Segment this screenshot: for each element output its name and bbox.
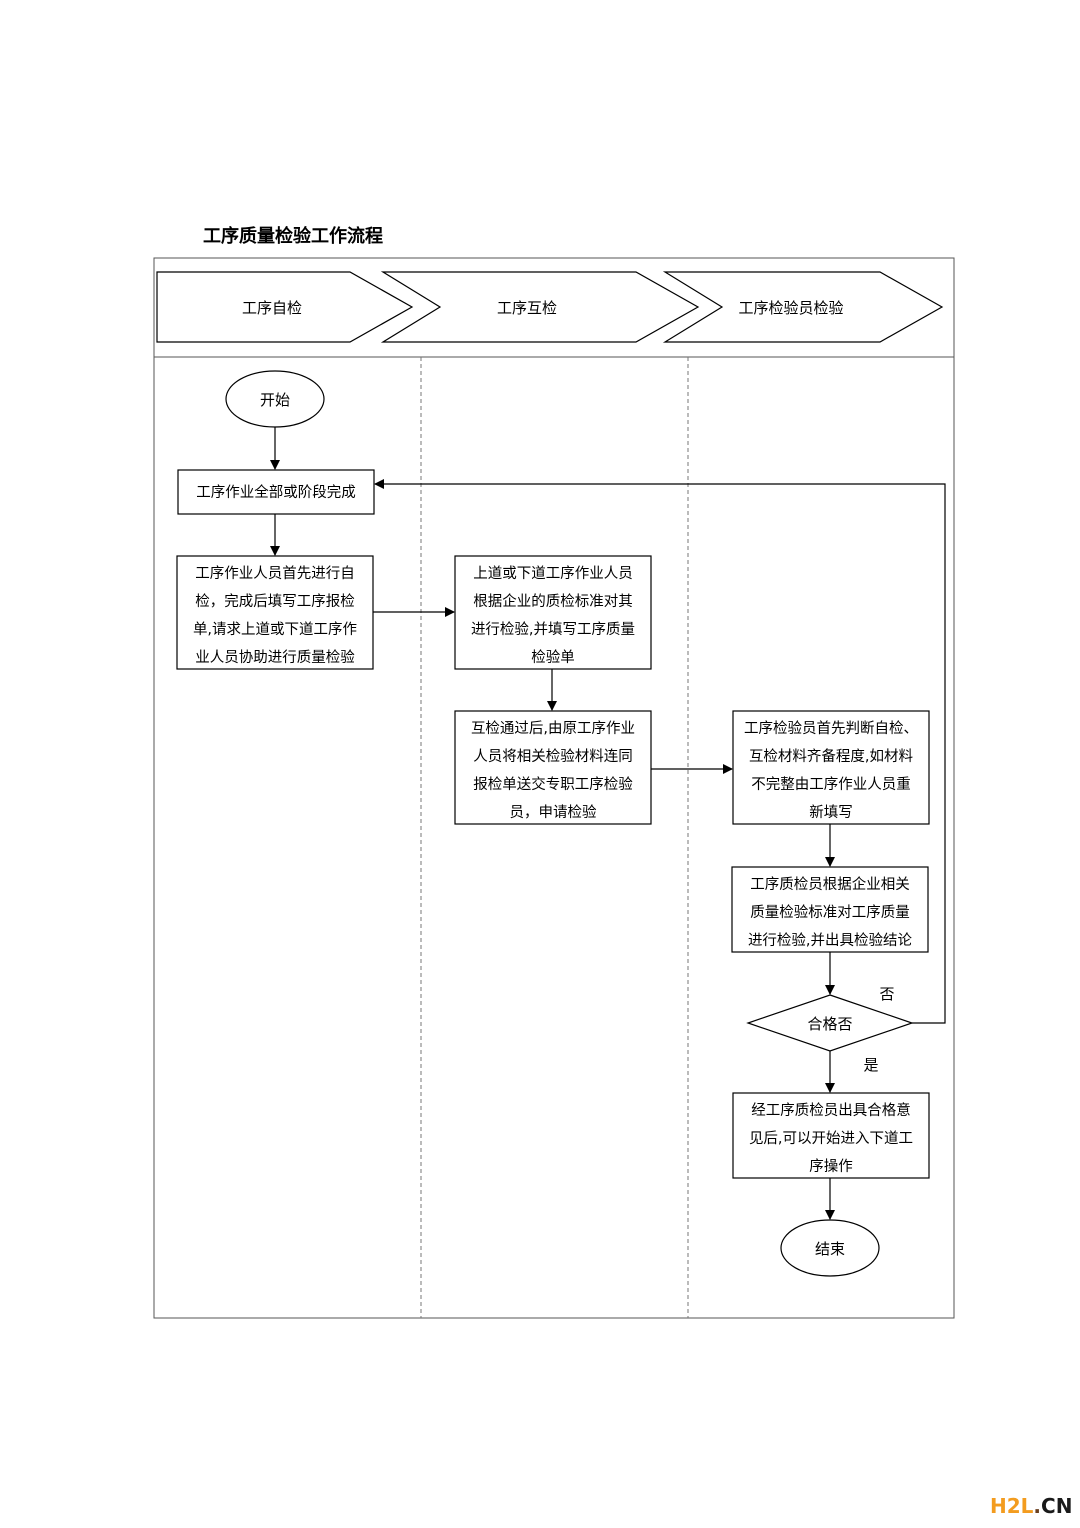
- end-node: 结束: [780, 1219, 880, 1277]
- self-check-line: 业人员协助进行质量检验: [195, 649, 355, 666]
- inspector-judge-line: 新填写: [809, 804, 853, 821]
- arrow-no-loop-back: [374, 479, 946, 1024]
- decision-diamond: 合格否: [746, 994, 914, 1052]
- self-check-box: 工序作业人员首先进行自 检，完成后填写工序报检 单,请求上道或下道工序作 业人员…: [176, 555, 374, 670]
- no-label: 否: [879, 985, 894, 1003]
- mutual-check-line: 进行检验,并填写工序质量: [471, 621, 635, 638]
- lane-label-mutual-check: 工序互检: [497, 299, 557, 317]
- pass-line: 经工序质检员出具合格意: [751, 1101, 911, 1119]
- submit-line: 互检通过后,由原工序作业: [471, 720, 635, 737]
- yes-label: 是: [863, 1056, 878, 1074]
- decision-label: 合格否: [807, 1015, 852, 1033]
- self-check-line: 单,请求上道或下道工序作: [193, 621, 357, 638]
- diagram-frame: [153, 257, 955, 1319]
- inspector-check-box: 工序质检员根据企业相关 质量检验标准对工序质量 进行检验,并出具检验结论: [731, 866, 929, 953]
- page-title: 工序质量检验工作流程: [203, 226, 383, 247]
- self-check-line: 检，完成后填写工序报检: [195, 593, 355, 610]
- lane-header-mutual-check: 工序互检: [380, 271, 700, 343]
- submit-box: 互检通过后,由原工序作业 人员将相关检验材料连同 报检单送交专职工序检验 员，申…: [454, 710, 652, 825]
- inspector-judge-box: 工序检验员首先判断自检、 互检材料齐备程度,如材料 不完整由工序作业人员重 新填…: [732, 710, 930, 825]
- start-node: 开始: [225, 370, 325, 428]
- inspector-judge-line: 工序检验员首先判断自检、: [744, 720, 918, 737]
- self-check-line: 工序作业人员首先进行自: [195, 565, 355, 582]
- end-label: 结束: [815, 1240, 845, 1258]
- lane-header-self-check: 工序自检: [156, 271, 414, 343]
- submit-line: 员，申请检验: [510, 804, 597, 821]
- pass-line: 序操作: [809, 1158, 853, 1175]
- lane-label-self-check: 工序自检: [242, 299, 302, 317]
- lane-header-inspector: 工序检验员检验: [662, 271, 944, 343]
- pass-line: 见后,可以开始进入下道工: [749, 1130, 913, 1147]
- watermark-logo: H2L.CN: [990, 1494, 1073, 1518]
- submit-line: 报检单送交专职工序检验: [473, 775, 633, 793]
- inspector-check-line: 进行检验,并出具检验结论: [748, 932, 913, 949]
- mutual-check-line: 根据企业的质检标准对其: [473, 592, 633, 610]
- inspector-judge-line: 互检材料齐备程度,如材料: [749, 748, 913, 765]
- lane-label-inspector: 工序检验员检验: [738, 299, 843, 317]
- inspector-check-line: 质量检验标准对工序质量: [750, 904, 910, 921]
- work-complete-label: 工序作业全部或阶段完成: [196, 483, 356, 501]
- mutual-check-line: 检验单: [531, 649, 575, 666]
- work-complete-box: 工序作业全部或阶段完成: [177, 469, 375, 515]
- mutual-check-line: 上道或下道工序作业人员: [473, 565, 633, 582]
- inspector-check-line: 工序质检员根据企业相关: [750, 875, 910, 893]
- pass-box: 经工序质检员出具合格意 见后,可以开始进入下道工 序操作: [732, 1092, 930, 1179]
- start-label: 开始: [260, 391, 290, 409]
- inspector-judge-line: 不完整由工序作业人员重: [751, 776, 911, 793]
- mutual-check-box: 上道或下道工序作业人员 根据企业的质检标准对其 进行检验,并填写工序质量 检验单: [454, 555, 652, 670]
- submit-line: 人员将相关检验材料连同: [473, 748, 633, 765]
